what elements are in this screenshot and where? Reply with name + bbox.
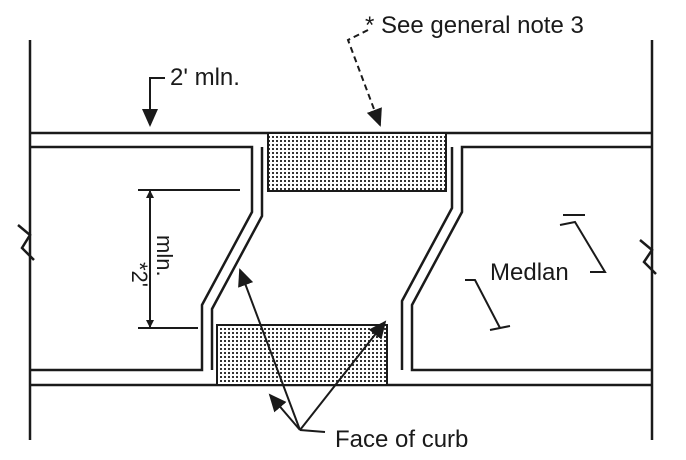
dim-min-label: mln. <box>152 235 177 277</box>
median-label: Medlan <box>490 259 569 286</box>
median-leader-lower <box>465 279 501 329</box>
right-break-mark <box>639 239 657 275</box>
face-curb-leader-3 <box>299 320 387 431</box>
general-note-leader <box>346 29 382 127</box>
left-curb-face <box>210 147 264 370</box>
left-break-mark <box>17 224 35 261</box>
face-curb-leader-1 <box>268 393 301 431</box>
dim-star-2-label: *2' <box>127 262 152 287</box>
median-tick-lower <box>489 325 511 331</box>
face-curb-leader-2 <box>238 268 301 431</box>
curb-min-label: 2' mln. <box>170 64 240 91</box>
lower-hatched-crossing <box>216 324 388 386</box>
dim-arrow-up <box>146 190 154 198</box>
dim-arrow-down <box>146 320 154 328</box>
face-curb-leader-stem <box>299 429 326 433</box>
face-of-curb-label: Face of curb <box>335 426 468 453</box>
left-median-island <box>30 145 254 372</box>
upper-hatched-crossing <box>267 132 447 192</box>
right-median-island <box>410 145 652 372</box>
median-leader-upper <box>559 220 607 273</box>
general-note-label: * See general note 3 <box>365 12 584 39</box>
right-curb-face <box>400 147 454 370</box>
curb-min-leader <box>142 77 165 127</box>
